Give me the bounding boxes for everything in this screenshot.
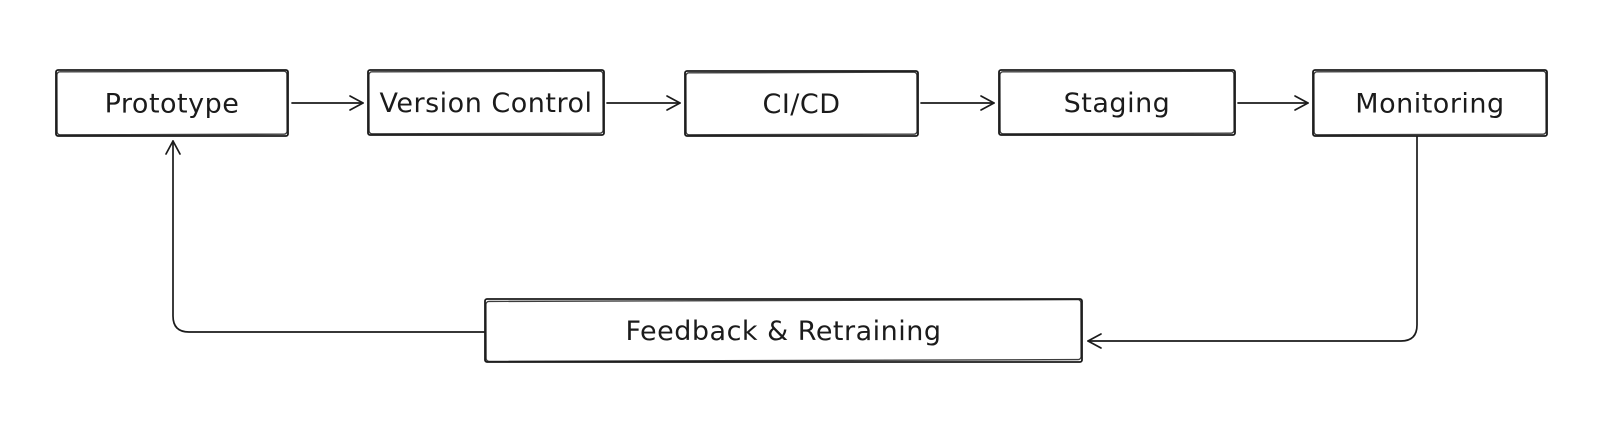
node-box-overdraw-version-control [368, 70, 604, 135]
node-label-monitoring: Monitoring [1355, 89, 1504, 120]
node-box-overdraw-feedback-retraining [485, 298, 1082, 363]
node-box-ci-cd [684, 70, 919, 137]
node-box-overdraw-staging [999, 70, 1235, 135]
node-feedback-retraining: Feedback & Retraining [484, 298, 1083, 363]
node-label-prototype: Prototype [105, 89, 240, 120]
arrow-feedback-retraining-to-prototype [165, 140, 486, 333]
nodes-layer: Prototype Version Control CI/CD Staging Moni… [55, 69, 1548, 363]
node-box-overdraw-monitoring [1313, 70, 1547, 136]
node-monitoring: Monitoring [1312, 69, 1548, 137]
node-label-feedback-retraining: Feedback & Retraining [625, 316, 941, 347]
node-box-overdraw-prototype [56, 70, 288, 136]
node-box-monitoring [1312, 69, 1548, 137]
node-label-ci-cd: CI/CD [762, 89, 840, 120]
node-label-version-control: Version Control [380, 88, 593, 119]
node-label-staging: Staging [1064, 88, 1171, 119]
node-staging: Staging [998, 69, 1236, 136]
edges-layer [165, 95, 1418, 349]
node-box-overdraw-ci-cd [685, 71, 918, 136]
node-box-prototype [55, 69, 289, 137]
node-version-control: Version Control [367, 69, 605, 136]
node-box-feedback-retraining [484, 298, 1083, 363]
node-box-version-control [367, 69, 605, 136]
node-prototype: Prototype [55, 69, 289, 137]
node-box-staging [998, 69, 1236, 136]
arrow-monitoring-to-feedback-retraining [1087, 135, 1418, 349]
node-ci-cd: CI/CD [684, 70, 919, 137]
